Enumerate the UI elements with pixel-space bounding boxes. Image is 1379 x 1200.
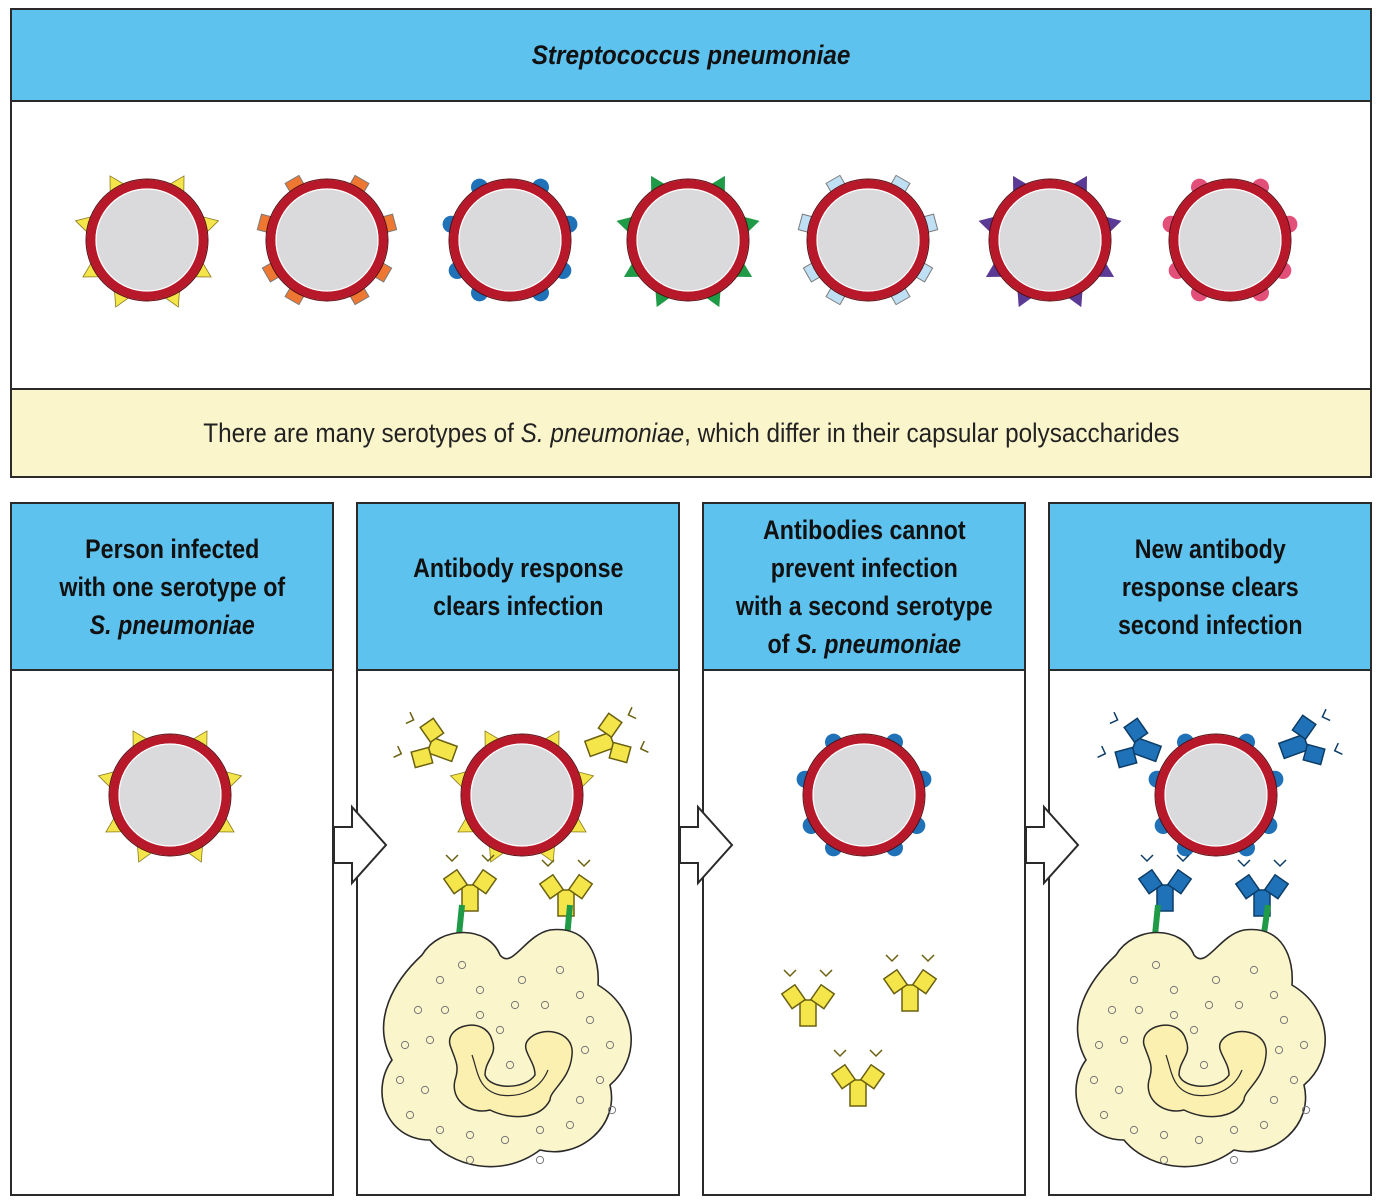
panel-4-title: New antibody response clears second infe… <box>1118 530 1302 644</box>
panel-2-header: Antibody response clears infection <box>358 504 678 671</box>
panel-3-line-2: prevent infection <box>770 552 958 583</box>
panel-2-line-2: clears infection <box>432 590 604 621</box>
panel-1: Person infected with one serotype of S. … <box>10 502 334 1196</box>
panel-1-title: Person infected with one serotype of S. … <box>59 530 285 644</box>
panel-3: Antibodies cannot prevent infection with… <box>702 502 1026 1196</box>
panel-2-title: Antibody response clears infection <box>413 549 623 625</box>
panel-2-line-1: Antibody response <box>412 552 624 583</box>
caption-italic: S. pneumoniae <box>520 417 684 448</box>
serotypes-section: Streptococcus pneumoniae There are many … <box>10 8 1372 478</box>
panel-3-prefix: of <box>767 628 796 659</box>
panel-1-line-1: Person infected <box>84 533 260 564</box>
header-title: Streptococcus pneumoniae <box>531 39 851 70</box>
header-bar: Streptococcus pneumoniae <box>12 10 1370 102</box>
panel-3-header: Antibodies cannot prevent infection with… <box>704 504 1024 671</box>
panel-3-line-1: Antibodies cannot <box>762 514 966 545</box>
panel-4: New antibody response clears second infe… <box>1048 502 1372 1196</box>
panel-1-line-2: with one serotype of <box>59 571 285 602</box>
caption-after: , which differ in their capsular polysac… <box>683 417 1180 448</box>
panel-3-line-4: of S. pneumoniae <box>736 625 993 663</box>
panel-2: Antibody response clears infection <box>356 502 680 1196</box>
panel-4-line-2: response clears <box>1121 571 1299 602</box>
caption-before: There are many serotypes of <box>202 417 521 448</box>
panel-3-title: Antibodies cannot prevent infection with… <box>736 511 993 663</box>
panel-3-italic: S. pneumoniae <box>795 628 961 659</box>
panel-1-header: Person infected with one serotype of S. … <box>12 504 332 671</box>
caption-text: There are many serotypes of S. pneumonia… <box>203 418 1179 449</box>
caption-bar: There are many serotypes of S. pneumonia… <box>12 388 1370 476</box>
panel-4-line-3: second infection <box>1117 609 1303 640</box>
panel-1-line-3: S. pneumoniae <box>89 609 255 640</box>
panel-3-line-3: with a second serotype <box>735 590 993 621</box>
panel-4-line-1: New antibody <box>1134 533 1286 564</box>
panel-4-header: New antibody response clears second infe… <box>1050 504 1370 671</box>
